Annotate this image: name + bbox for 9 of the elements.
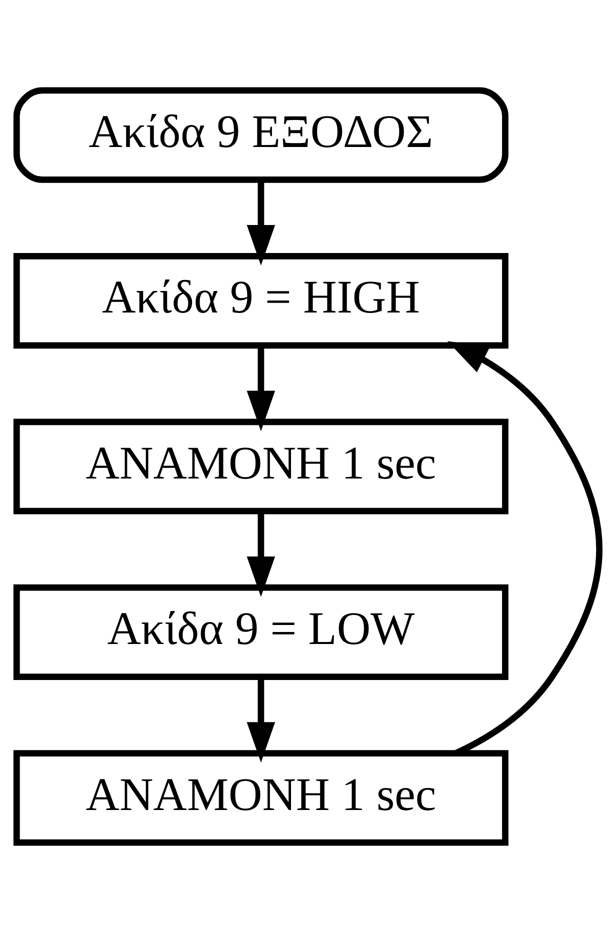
arrow <box>246 677 276 762</box>
node-box: ΑΝΑΜΟΝΗ 1 sec <box>13 418 508 514</box>
node-box: Ακίδα 9 = LOW <box>13 584 508 680</box>
arrow <box>246 346 276 431</box>
node-box: Ακίδα 9 ΕΞΟΔΟΣ <box>13 86 508 182</box>
arrow <box>246 180 276 265</box>
arrow <box>246 511 276 596</box>
node-box: ΑΝΑΜΟΝΗ 1 sec <box>13 750 508 846</box>
node-box: Ακίδα 9 = HIGH <box>13 252 508 348</box>
